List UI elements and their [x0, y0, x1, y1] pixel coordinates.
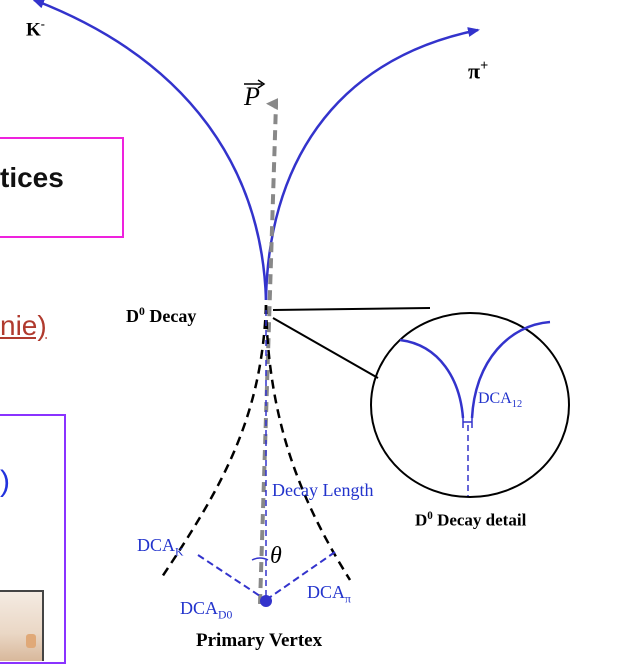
- photo-thumbnail: [0, 590, 44, 661]
- pion-track: [264, 27, 480, 301]
- extrapolated-track-left: [158, 304, 268, 581]
- kaon-label: K-: [26, 17, 45, 41]
- hyperlink-fragment[interactable]: nie): [0, 310, 47, 341]
- dca-k-label: DCAK: [137, 535, 184, 559]
- primary-vertex-dot: [260, 595, 272, 607]
- dca-d0-label: DCAD0: [180, 598, 233, 622]
- d0-decay-label: D0 Decay: [126, 305, 197, 326]
- dca-pi-line: [265, 551, 336, 601]
- pion-label: π+: [468, 58, 489, 84]
- detail-track-left: [399, 338, 465, 419]
- momentum-vector: [258, 98, 279, 605]
- dca-pi-label: DCAπ: [307, 582, 351, 606]
- paren-fragment: ): [0, 465, 10, 498]
- theta-label: θ: [270, 543, 282, 569]
- theta-arc: [251, 557, 269, 561]
- primary-vertex-label: Primary Vertex: [196, 630, 323, 651]
- momentum-label: P: [244, 82, 260, 111]
- decay-length-label: Decay Length: [272, 480, 374, 500]
- detail-track-right: [470, 320, 551, 419]
- dca12-label: DCA12: [478, 390, 523, 411]
- decay-detail-label: D0 Decay detail: [415, 510, 527, 530]
- highlight-box-magenta: [0, 137, 124, 238]
- box-text-fragment: tices: [0, 162, 64, 193]
- decay-detail-ellipse: [370, 312, 570, 498]
- zoom-line-top: [272, 307, 431, 311]
- zoom-line-bottom: [272, 317, 379, 379]
- photo-detail: [26, 634, 36, 648]
- kaon-track: [32, 0, 268, 301]
- dca-k-line: [197, 554, 267, 601]
- extrapolated-track-right: [264, 304, 352, 581]
